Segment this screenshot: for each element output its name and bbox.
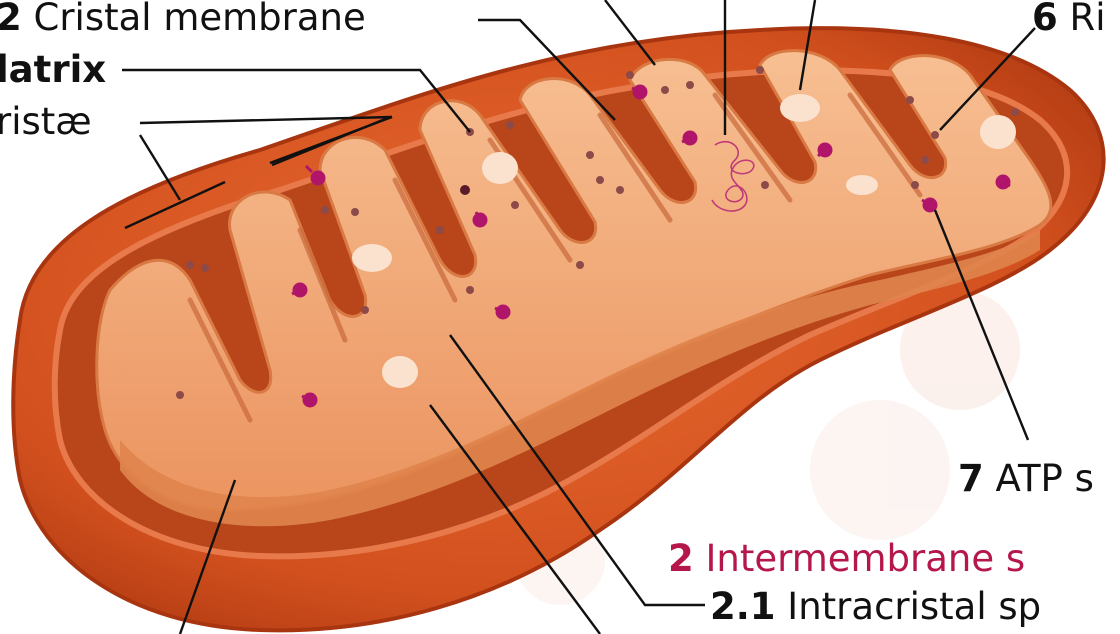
label-intracristal-space: 2.1 Intracristal sp [710, 586, 1041, 628]
label-cristal-membrane: 2 Cristal membrane [0, 0, 366, 39]
label-matrix: latrix [0, 49, 106, 91]
label-atp-synthase: 7 ATP s [958, 458, 1094, 500]
label-ribosome: 6 Ri [1032, 0, 1106, 39]
label-intermembrane-space: 2 Intermembrane s [668, 538, 1025, 580]
label-cristae: ristæ [0, 101, 92, 143]
